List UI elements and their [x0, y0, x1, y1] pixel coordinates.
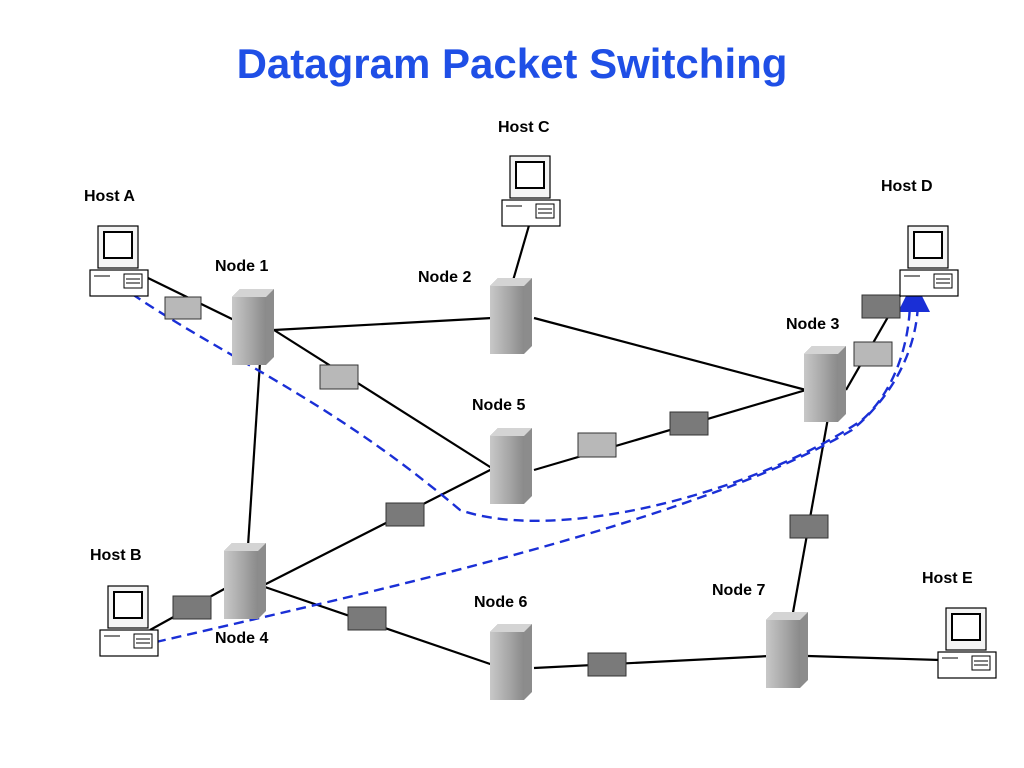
- link-node2-node3: [533, 316, 807, 392]
- packet-dark: [172, 595, 212, 620]
- link-hostC-node2: [510, 221, 532, 285]
- switch-node-icon: [490, 278, 532, 354]
- route-hostA-hostD: [131, 288, 922, 522]
- datagram-routes: [131, 288, 930, 644]
- switch-node-icon: [804, 346, 846, 422]
- packet-dark: [385, 502, 425, 527]
- packet-light: [577, 432, 617, 458]
- link-node7-hostE: [807, 654, 941, 662]
- switch-node-icon: [766, 612, 808, 688]
- computer-icon: [89, 225, 149, 297]
- node-6-label: Node 6: [474, 594, 528, 611]
- host-e-label: Host E: [922, 570, 973, 587]
- computer-icon: [937, 607, 997, 679]
- packet-dark: [587, 652, 627, 677]
- node-2-label: Node 2: [418, 269, 472, 286]
- packet-light: [164, 296, 202, 320]
- host-c-label: Host C: [498, 119, 550, 136]
- packet-dark: [347, 606, 387, 631]
- node-7-label: Node 7: [712, 582, 766, 599]
- packet-dark: [789, 514, 829, 539]
- node-3-label: Node 3: [786, 316, 840, 333]
- node-5-label: Node 5: [472, 397, 526, 414]
- nodes-group: [224, 278, 846, 700]
- computer-icon: [501, 155, 561, 227]
- hosts-group: [89, 155, 997, 679]
- page-title: Datagram Packet Switching: [236, 40, 788, 87]
- computer-icon: [99, 585, 159, 657]
- node-4-label: Node 4: [215, 630, 269, 647]
- link-node1-node5: [273, 329, 499, 473]
- packet-light: [319, 364, 359, 390]
- switch-node-icon: [232, 289, 274, 365]
- link-node1-node4: [246, 361, 262, 547]
- host-a-label: Host A: [84, 188, 135, 205]
- link-node6-node7: [533, 654, 771, 670]
- packet-dark: [669, 411, 709, 436]
- packets-group: [164, 294, 901, 677]
- computer-icon: [899, 225, 959, 297]
- link-node1-node2: [273, 316, 493, 332]
- switch-node-icon: [490, 624, 532, 700]
- packet-dark: [861, 294, 901, 319]
- links-group: [147, 221, 941, 670]
- switch-node-icon: [490, 428, 532, 504]
- link-node4-node5: [261, 465, 499, 587]
- packet-light: [853, 341, 893, 367]
- switch-node-icon: [224, 543, 266, 619]
- host-d-label: Host D: [881, 178, 933, 195]
- host-b-label: Host B: [90, 547, 142, 564]
- node-1-label: Node 1: [215, 258, 269, 275]
